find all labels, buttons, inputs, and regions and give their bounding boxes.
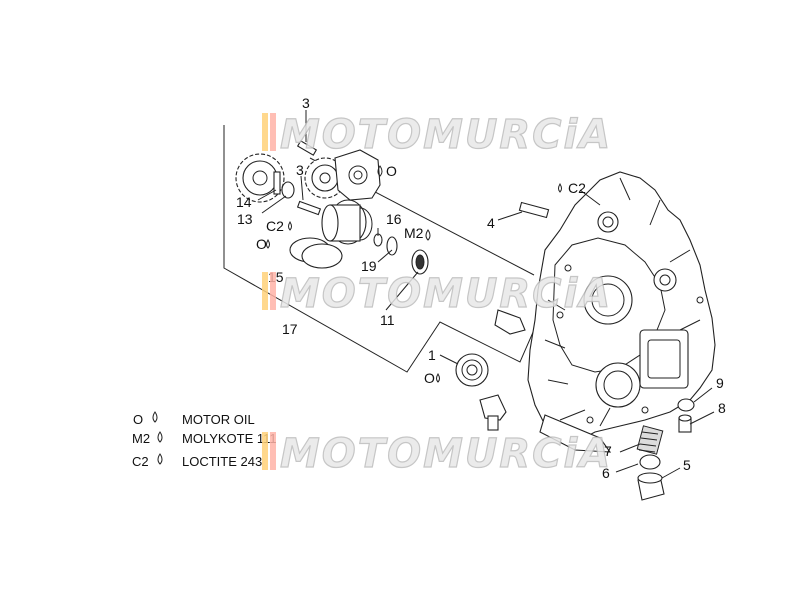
plug-8 bbox=[678, 414, 692, 433]
callout-13: 13 bbox=[237, 211, 253, 227]
callout-3-mid: 3 bbox=[296, 162, 304, 178]
spring-7 bbox=[636, 425, 664, 455]
washer-9 bbox=[677, 398, 695, 412]
callout-6: 6 bbox=[602, 465, 610, 481]
callout-19: 19 bbox=[361, 258, 377, 274]
washer-13 bbox=[281, 181, 295, 199]
watermark-bar bbox=[270, 272, 276, 310]
callout-11: 11 bbox=[380, 312, 395, 328]
crankcase-half bbox=[527, 171, 716, 453]
legend: O MOTOR OIL M2 MOLYKOTE 111 C2 LOCTITE 2… bbox=[132, 412, 277, 469]
watermark-bar bbox=[262, 432, 268, 470]
lube-code-m2: M2 bbox=[404, 225, 424, 241]
watermark-bar bbox=[262, 113, 268, 151]
lube-code-o-left: O bbox=[256, 236, 267, 252]
molykote-drop-icon bbox=[425, 229, 431, 241]
watermark-bar bbox=[262, 272, 268, 310]
watermark-text-middle: MOTOMURCiA bbox=[280, 271, 612, 317]
legend-loctite-drop-icon bbox=[157, 453, 163, 465]
loctite-drop-icon bbox=[288, 221, 292, 231]
pressure-switch bbox=[479, 394, 507, 431]
screw-3-top bbox=[296, 140, 318, 156]
plug-5 bbox=[637, 472, 665, 501]
callout-9: 9 bbox=[716, 375, 724, 391]
drop-icons bbox=[152, 165, 562, 465]
lube-code-c2-left: C2 bbox=[266, 218, 284, 234]
legend-code-molykote: M2 bbox=[132, 431, 150, 446]
screw-3-mid bbox=[296, 200, 322, 216]
legend-text-molykote: MOLYKOTE 111 bbox=[182, 431, 277, 446]
loctite-drop-icon bbox=[558, 183, 562, 193]
bearing-1 bbox=[455, 353, 489, 387]
leader-lines bbox=[257, 110, 715, 479]
oil-pump-body bbox=[334, 149, 381, 201]
callout-8: 8 bbox=[718, 400, 726, 416]
legend-code-oil: O bbox=[133, 412, 143, 427]
callout-3-top: 3 bbox=[302, 95, 310, 111]
pump-cover bbox=[321, 199, 373, 245]
oil-drop-icon bbox=[377, 165, 383, 177]
oil-drop-icon bbox=[436, 373, 440, 383]
callout-16: 16 bbox=[386, 211, 402, 227]
callout-14: 14 bbox=[236, 194, 252, 210]
callout-1: 1 bbox=[428, 347, 436, 363]
seals-16-19 bbox=[373, 233, 429, 275]
washer-6 bbox=[639, 454, 661, 470]
tube-11 bbox=[494, 309, 526, 335]
watermark: MOTOMURCiA MOTOMURCiA MOTOMURCiA bbox=[262, 111, 612, 478]
watermark-text-top: MOTOMURCiA bbox=[280, 112, 612, 158]
legend-oil-drop-icon bbox=[152, 411, 158, 423]
dowel-pin bbox=[273, 171, 281, 195]
watermark-text-bottom: MOTOMURCiA bbox=[280, 431, 612, 477]
watermark-bar bbox=[270, 432, 276, 470]
legend-text-oil: MOTOR OIL bbox=[182, 412, 255, 427]
lube-code-o-bearing: O bbox=[424, 370, 435, 386]
callout-4: 4 bbox=[487, 215, 495, 231]
legend-text-loctite: LOCTITE 243 bbox=[182, 454, 262, 469]
lube-code-o-top: O bbox=[386, 163, 397, 179]
lube-code-c2-top: C2 bbox=[568, 180, 586, 196]
callout-17: 17 bbox=[282, 321, 298, 337]
callout-5: 5 bbox=[683, 457, 691, 473]
watermark-bar bbox=[270, 113, 276, 151]
gear-14 bbox=[235, 153, 285, 203]
o-rings-17 bbox=[289, 237, 343, 269]
legend-molykote-drop-icon bbox=[157, 431, 163, 443]
oil-drop-icon bbox=[266, 239, 270, 249]
stud-4 bbox=[518, 201, 550, 219]
callout-7: 7 bbox=[604, 443, 612, 459]
legend-code-loctite: C2 bbox=[132, 454, 149, 469]
gear-pump bbox=[304, 157, 346, 199]
